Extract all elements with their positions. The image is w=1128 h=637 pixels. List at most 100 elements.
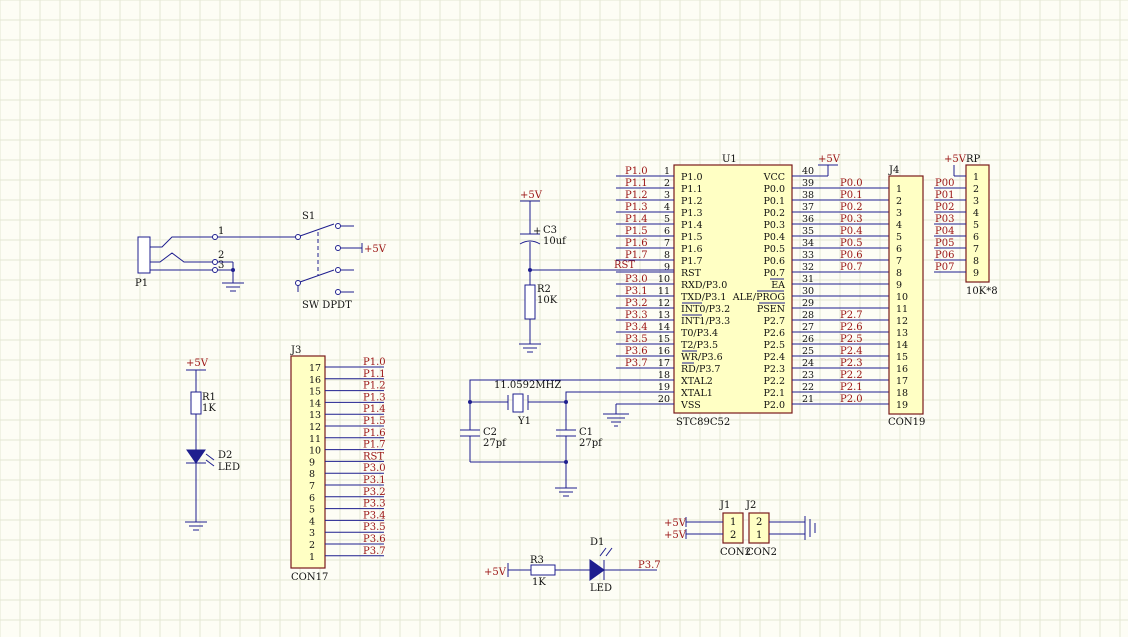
rp-pin-7: 7 [973, 244, 979, 255]
u1-pin-name-40: VCC [763, 172, 785, 183]
u1-right-pins: 40VCC39P0.0P0.038P0.1P0.137P0.2P0.236P0.… [732, 166, 889, 411]
u1-pin-name-5: P1.4 [681, 220, 703, 231]
u1-pin-name-2: P1.1 [681, 184, 703, 195]
u1-pin-name-13: INT1/P3.3 [681, 316, 730, 327]
rst-net-label: RST [614, 260, 635, 271]
u1-pin-num-13: 13 [658, 310, 670, 321]
rp-pin-9: 9 [973, 268, 979, 279]
u1-net-12: P3.2 [625, 298, 648, 309]
u1-pin-num-15: 15 [658, 334, 670, 345]
u1-pin-num-11: 11 [658, 286, 670, 297]
j4-pin-17: 17 [896, 376, 908, 387]
r3-resistor[interactable]: +5V R3 1K [484, 555, 590, 588]
j3-pin-16: 16 [309, 375, 321, 386]
c3-capacitor[interactable]: +5V + C3 10uf RST [519, 190, 674, 285]
u1-pin-name-30: ALE/PROG [732, 292, 785, 303]
u1-net-34: P0.5 [840, 238, 863, 249]
u1-pin-num-38: 38 [802, 190, 814, 201]
j4-pin-7: 7 [896, 256, 902, 267]
u1-net-15: P3.5 [625, 334, 648, 345]
j3-body [290, 355, 326, 569]
u1-net-1: P1.0 [625, 166, 648, 177]
u1-pin-num-7: 7 [664, 238, 670, 249]
p1-power-jack[interactable]: P1 1 2 3 [135, 226, 296, 292]
d1-net-label: P3.7 [638, 560, 661, 571]
u1-pin-num-21: 21 [802, 394, 814, 405]
u1-pin-num-1: 1 [664, 166, 670, 177]
y1-crystal[interactable]: 11.0592MHZ Y1 [468, 379, 674, 427]
u1-pin-name-29: PSEN [757, 304, 785, 315]
d1-led[interactable]: D1 LED P3.7 [589, 537, 661, 594]
svg-text:1: 1 [218, 226, 224, 237]
rp-pin-4: 4 [973, 208, 979, 219]
c1-capacitor[interactable]: C1 27pf [470, 402, 603, 497]
u1-net-35: P0.4 [840, 226, 863, 237]
j4-pin-8: 8 [896, 268, 902, 279]
u1-pin-name-33: P0.6 [763, 256, 785, 267]
j3-pin-1: 1 [309, 552, 315, 563]
s1-switch[interactable]: S1 SW DPDT +5V [295, 211, 387, 311]
j4-pin-12: 12 [896, 316, 908, 327]
u1-pin-name-16: WR/P3.6 [681, 352, 723, 363]
j4-pin-13: 13 [896, 328, 908, 339]
rp-resistor-pack[interactable]: RP 10K*8 +5V 12P003P014P025P036P047P058P… [934, 154, 998, 297]
j1-connector[interactable]: J1 1 2 CON2 +5V +5V [664, 500, 751, 558]
rp-pin-6: 6 [973, 232, 979, 243]
u1-pin-name-38: P0.1 [763, 196, 785, 207]
j3-net-13: P1.4 [363, 404, 386, 415]
u1-net-17: P3.7 [625, 358, 648, 369]
c1-value: 27pf [579, 438, 603, 449]
j3-connector[interactable]: J3 CON17 17P1.016P1.115P1.214P1.313P1.41… [290, 345, 386, 583]
rp-pin-2: 2 [973, 184, 979, 195]
j4-body [888, 175, 924, 415]
j4-pin-4: 4 [896, 220, 902, 231]
j3-pin-14: 14 [309, 398, 321, 409]
y1-value: 11.0592MHZ [494, 380, 561, 391]
s1-net-label: +5V [364, 244, 387, 255]
u1-mcu[interactable]: U1 STC89C52 1P1.0P1.02P1.1P1.13P1.2P1.24… [616, 154, 889, 428]
u1-pin-num-18: 18 [658, 370, 670, 381]
j3-net-14: P1.3 [363, 392, 386, 403]
j3-net-9: RST [363, 451, 384, 462]
r1-supply-label: +5V [186, 358, 209, 369]
j3-net-1: P3.7 [363, 546, 386, 557]
r1-resistor[interactable]: +5V R1 1K [186, 358, 216, 450]
j2-connector[interactable]: J2 2 1 CON2 [745, 500, 816, 558]
d2-led[interactable]: D2 LED [185, 449, 240, 531]
c2-capacitor[interactable]: C2 27pf [460, 402, 507, 462]
d1-designator: D1 [590, 537, 604, 548]
u1-pin-name-4: P1.3 [681, 208, 703, 219]
rp-designator: RP [966, 154, 981, 165]
u1-pin-name-35: P0.4 [763, 232, 785, 243]
rp-net-6: P04 [935, 226, 954, 237]
j3-pin-5: 5 [309, 505, 315, 516]
j4-pin-18: 18 [896, 388, 908, 399]
j4-pin-2: 2 [896, 196, 902, 207]
r1-designator: R1 [202, 392, 216, 403]
j3-net-3: P3.5 [363, 522, 386, 533]
svg-text:2: 2 [756, 517, 762, 528]
u1-pin-name-39: P0.0 [763, 184, 785, 195]
j3-net-11: P1.6 [363, 428, 386, 439]
c1-designator: C1 [579, 427, 593, 438]
u1-net-33: P0.6 [840, 250, 863, 261]
svg-text:1: 1 [730, 517, 736, 528]
u1-pin-num-40: 40 [802, 166, 814, 177]
j4-pin-15: 15 [896, 352, 908, 363]
u1-pin-num-9: 9 [664, 262, 670, 273]
svg-text:2: 2 [730, 530, 736, 541]
u1-net-2: P1.1 [625, 178, 648, 189]
u1-pin-num-19: 19 [658, 382, 670, 393]
u1-vcc-supply: +5V [792, 154, 841, 177]
c2-designator: C2 [483, 427, 497, 438]
u1-net-7: P1.6 [625, 238, 648, 249]
c3-designator: C3 [543, 225, 557, 236]
r2-resistor[interactable]: R2 10K [519, 284, 558, 353]
u1-net-11: P3.1 [625, 286, 648, 297]
j3-pin-10: 10 [309, 446, 321, 457]
u1-net-38: P0.1 [840, 190, 863, 201]
j4-part: CON19 [888, 417, 925, 428]
